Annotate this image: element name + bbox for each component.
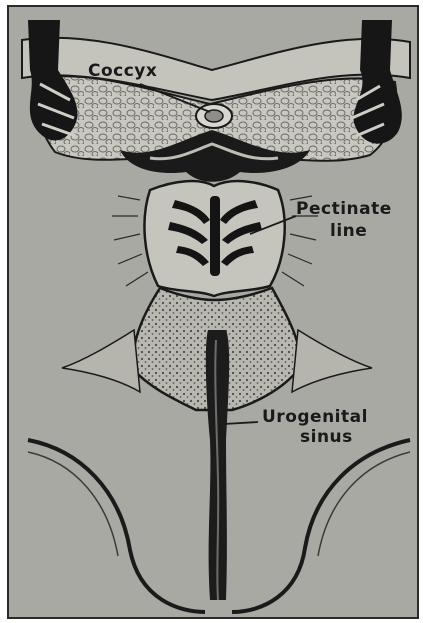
label-urogenital: Urogenital — [262, 407, 368, 427]
label-coccyx: Coccyx — [88, 61, 157, 81]
label-line: line — [330, 221, 367, 241]
label-pectinate: Pectinate — [296, 199, 392, 219]
label-sinus: sinus — [300, 427, 353, 447]
